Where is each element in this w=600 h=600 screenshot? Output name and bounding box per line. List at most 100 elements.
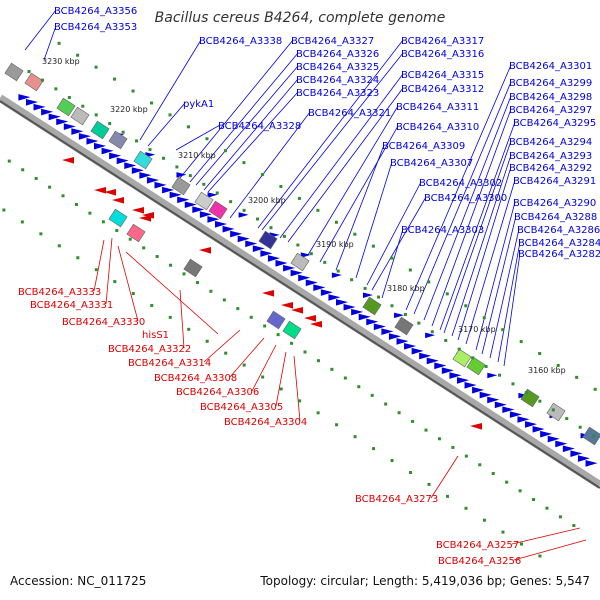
- tick-dot: [316, 411, 320, 415]
- tick-dot: [57, 41, 61, 45]
- forward-gene-arrow: [456, 377, 469, 384]
- tick-dot: [242, 208, 246, 212]
- forward-gene-arrow: [331, 272, 342, 278]
- feature-block: [108, 208, 128, 228]
- tick-dot: [108, 122, 112, 126]
- tick-dot: [94, 113, 98, 117]
- forward-leader-line: [481, 215, 517, 355]
- forward-gene-label: pykA1: [183, 99, 214, 110]
- tick-dot: [370, 393, 374, 397]
- forward-gene-label: BCB4264_A3286: [517, 225, 600, 236]
- tick-dot: [353, 435, 357, 439]
- forward-gene-arrow: [298, 274, 311, 282]
- backbone-band: [0, 94, 600, 489]
- feature-block: [290, 252, 310, 272]
- genome-summary-text: Topology: circular; Length: 5,419,036 bp…: [260, 574, 590, 588]
- forward-leader-line: [405, 64, 512, 311]
- tick-dot: [76, 256, 80, 260]
- tick-dot: [408, 268, 412, 272]
- tick-label: 3210 kbp: [178, 151, 216, 160]
- tick-dot: [298, 399, 302, 403]
- forward-leader-line: [503, 252, 521, 367]
- forward-gene-arrow: [585, 460, 598, 467]
- tick-dot: [363, 286, 367, 290]
- forward-gene-arrow: [335, 299, 348, 306]
- tick-dot: [343, 376, 347, 380]
- tick-dot: [131, 292, 135, 296]
- tick-dot: [205, 137, 209, 141]
- tick-dot: [501, 530, 505, 534]
- reverse-gene-arrow: [470, 423, 482, 430]
- forward-gene-arrow: [283, 264, 296, 272]
- tick-dot: [128, 237, 132, 241]
- tick-dot: [451, 445, 455, 449]
- tick-dot: [279, 387, 283, 391]
- tick-dot: [236, 307, 240, 311]
- tick-dot: [290, 341, 294, 345]
- map-title: Bacillus cereus B4264, complete genome: [155, 10, 446, 26]
- feature-block: [394, 316, 414, 336]
- forward-gene-label: BCB4264_A3301: [509, 61, 592, 72]
- tick-dot: [7, 159, 11, 163]
- forward-gene-arrow: [124, 162, 137, 170]
- reverse-gene-label: BCB4264_A3306: [176, 387, 259, 398]
- reverse-gene-arrow: [291, 307, 303, 314]
- tick-dot: [519, 542, 523, 546]
- reverse-gene-arrow: [132, 207, 144, 214]
- forward-gene-arrow: [109, 152, 122, 160]
- reverse-leader-line: [117, 245, 139, 322]
- forward-gene-arrow: [245, 240, 258, 248]
- reverse-leader-line: [229, 337, 265, 378]
- forward-leader-line: [257, 39, 404, 229]
- forward-gene-label: BCB4264_A3326: [296, 49, 379, 60]
- forward-gene-arrow: [63, 123, 76, 130]
- tick-dot: [161, 156, 165, 160]
- tick-dot: [175, 165, 179, 169]
- reverse-gene-label: BCB4264_A3304: [224, 417, 307, 428]
- tick-dot: [187, 327, 191, 331]
- feature-block: [266, 310, 286, 330]
- tick-dot: [323, 260, 327, 264]
- tick-dot: [94, 65, 98, 69]
- tick-dot: [115, 229, 119, 233]
- forward-gene-arrow: [41, 108, 54, 116]
- tick-dot: [444, 338, 448, 342]
- feature-block: [582, 426, 600, 446]
- tick-dot: [464, 304, 468, 308]
- forward-gene-arrow: [169, 191, 182, 199]
- forward-gene-label: BCB4264_A3310: [396, 122, 479, 133]
- forward-gene-label: BCB4264_A3302: [419, 178, 502, 189]
- tick-dot: [445, 292, 449, 296]
- tick-dot: [276, 333, 280, 337]
- forward-gene-label: BCB4264_A3356: [54, 6, 137, 17]
- tick-dot: [222, 298, 226, 302]
- feature-block: [171, 176, 191, 196]
- tick-dot: [491, 471, 495, 475]
- tick-dot: [397, 411, 401, 415]
- feature-block: [258, 230, 278, 250]
- reverse-gene-label: BCB4264_A3322: [108, 344, 191, 355]
- forward-gene-label: BCB4264_A3324: [296, 75, 379, 86]
- forward-gene-label: BCB4264_A3353: [54, 22, 137, 33]
- forward-gene-arrow: [222, 225, 235, 233]
- forward-gene-arrow: [366, 318, 379, 326]
- tick-label: 3170 kbp: [458, 325, 496, 334]
- forward-gene-arrow: [101, 147, 114, 155]
- tick-dot: [94, 268, 98, 272]
- tick-dot: [478, 463, 482, 467]
- tick-dot: [446, 494, 450, 498]
- forward-gene-arrow: [555, 440, 568, 448]
- forward-gene-label: BCB4264_A3325: [296, 62, 379, 73]
- forward-gene-arrow: [237, 235, 250, 243]
- forward-leader-line: [287, 87, 404, 243]
- forward-leader-line: [307, 105, 399, 256]
- forward-gene-label: BCB4264_A3317: [401, 36, 484, 47]
- tick-dot: [263, 324, 267, 328]
- forward-gene-label: BCB4264_A3307: [390, 158, 473, 169]
- reverse-leader-line: [93, 239, 105, 292]
- forward-gene-arrow: [71, 128, 84, 135]
- forward-gene-label: BCB4264_A3303: [401, 225, 484, 236]
- tick-dot: [471, 356, 475, 360]
- forward-gene-arrow: [252, 245, 265, 252]
